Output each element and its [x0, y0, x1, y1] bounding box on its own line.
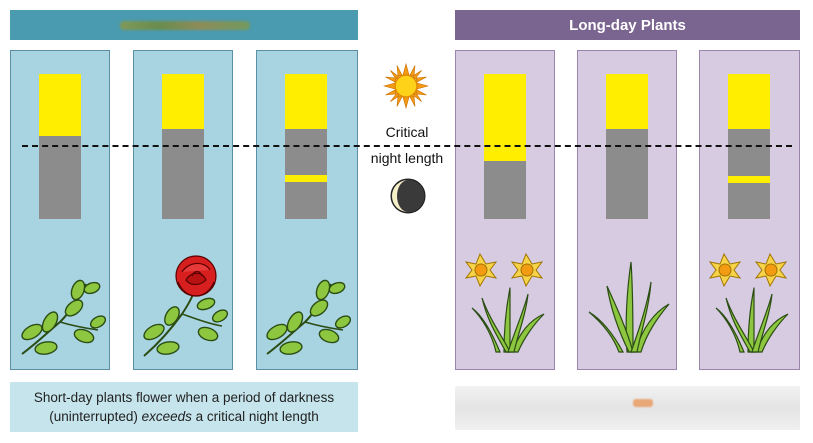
light-period: [162, 74, 204, 129]
daffodil-icon: [464, 252, 545, 353]
critical-label-line1: Critical: [385, 124, 429, 140]
dark-period: [606, 129, 648, 219]
light-period: [484, 74, 526, 161]
light-flash: [728, 176, 770, 183]
photoperiod-bar: [285, 74, 327, 219]
leafy-branch-icon: [266, 279, 351, 355]
photoperiod-bar: [728, 74, 770, 219]
dark-period: [162, 129, 204, 219]
short-day-panel-1: [10, 50, 110, 370]
blurred-mark: [633, 399, 653, 407]
caption-line1: Short-day plants flower when a period of…: [33, 390, 335, 405]
caption-line2: (uninterrupted) exceeds a critical night…: [49, 407, 318, 426]
caption-emphasis: exceeds: [141, 409, 192, 424]
long-day-header: Long-day Plants: [455, 10, 800, 40]
sun-icon: [383, 63, 429, 109]
critical-label-line2: night length: [362, 150, 452, 166]
dark-period: [484, 161, 526, 219]
light-period: [39, 74, 81, 136]
dark-period: [39, 136, 81, 219]
dark-period: [285, 129, 327, 219]
short-day-header: [10, 10, 358, 40]
grass-leaves-icon: [588, 261, 670, 353]
caption-line2-pre: (uninterrupted): [49, 409, 142, 424]
critical-night-length-line: [22, 145, 792, 147]
light-period: [728, 74, 770, 129]
light-period: [285, 74, 327, 129]
dark-period: [728, 129, 770, 219]
header-blurred-text: [120, 21, 250, 30]
long-day-caption-blurred: [455, 386, 800, 430]
photoperiod-bar: [162, 74, 204, 219]
photoperiod-bar: [606, 74, 648, 219]
long-day-title: Long-day Plants: [569, 16, 686, 34]
photoperiod-bar: [39, 74, 81, 219]
light-flash: [285, 175, 327, 182]
short-day-caption: Short-day plants flower when a period of…: [10, 382, 358, 432]
caption-line2-post: a critical night length: [191, 409, 319, 424]
daffodil-icon: [708, 252, 789, 353]
light-period: [606, 74, 648, 129]
red-rose-icon: [143, 255, 229, 357]
moon-icon: [390, 178, 426, 214]
leafy-branch-icon: [21, 279, 106, 355]
long-day-panel-1: [455, 50, 555, 370]
